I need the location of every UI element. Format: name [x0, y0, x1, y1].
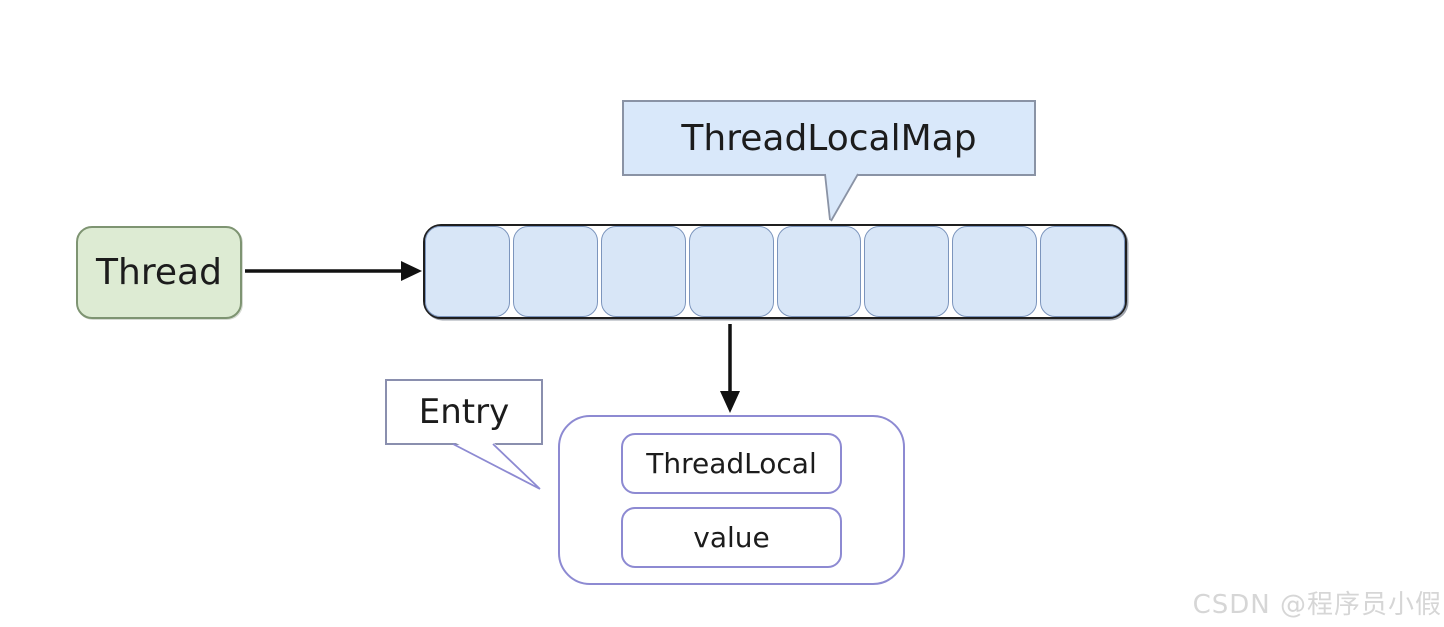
entry-callout-tail	[452, 442, 541, 490]
array-cell	[688, 226, 774, 317]
watermark: CSDN @程序员小假	[1192, 590, 1442, 620]
array-cell	[952, 226, 1038, 317]
threadlocalmap-callout: ThreadLocalMap	[622, 100, 1036, 176]
threadlocalmap-array	[423, 224, 1127, 319]
arrow-array-to-entry	[720, 324, 740, 413]
entry-field-threadlocal: ThreadLocal	[621, 432, 842, 494]
array-cell	[425, 226, 510, 317]
threadlocalmap-callout-tail	[824, 172, 859, 222]
array-cell	[512, 226, 598, 317]
array-cell	[1040, 226, 1125, 317]
entry-label: Entry	[418, 392, 510, 432]
entry-callout: Entry	[385, 379, 543, 445]
arrow-thread-to-array	[245, 261, 422, 281]
entry-field-value-label: value	[693, 520, 770, 554]
entry-field-threadlocal-label: ThreadLocal	[646, 446, 817, 480]
entry-field-value: value	[621, 506, 842, 568]
array-cell	[600, 226, 686, 317]
entry-node: ThreadLocal value	[558, 415, 905, 585]
array-cell	[776, 226, 862, 317]
thread-label: Thread	[96, 252, 222, 293]
threadlocalmap-label: ThreadLocalMap	[681, 117, 977, 159]
array-cell	[864, 226, 950, 317]
thread-node: Thread	[76, 226, 242, 319]
